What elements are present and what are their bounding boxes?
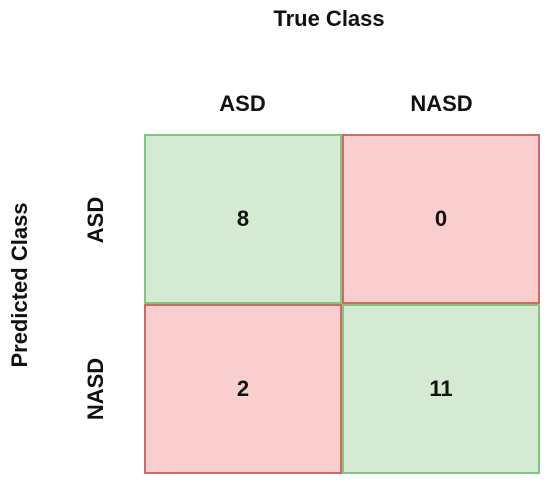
cell-asd-asd: 8	[144, 134, 342, 304]
cell-nasd-asd: 2	[144, 304, 342, 474]
row-header-nasd: NASD	[83, 357, 108, 421]
cell-asd-nasd: 0	[342, 134, 540, 304]
cell-nasd-nasd: 11	[342, 304, 540, 474]
predicted-class-title: Predicted Class	[7, 202, 32, 368]
confusion-matrix: 8 0 2 11	[144, 134, 540, 474]
row-header-asd: ASD	[83, 196, 108, 244]
column-header-asd: ASD	[219, 91, 266, 116]
true-class-title: True Class	[273, 6, 385, 31]
column-header-nasd: NASD	[410, 91, 473, 116]
